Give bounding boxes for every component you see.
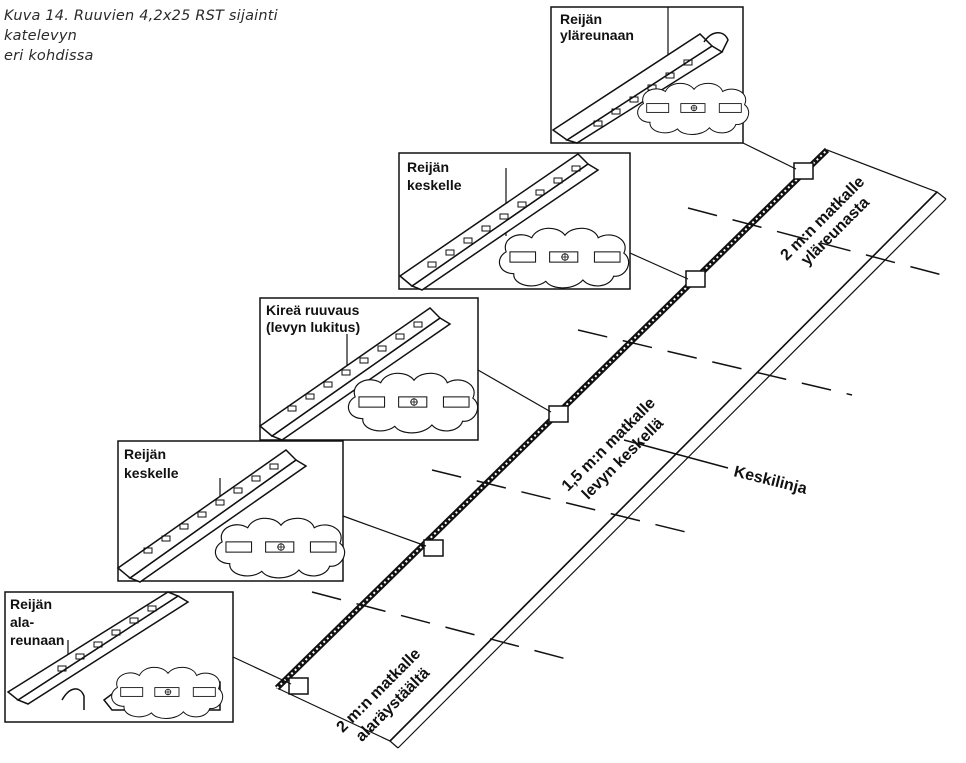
- callout-5-line-2: ala-: [10, 614, 34, 630]
- callout-4-line-1: Reijän: [124, 446, 166, 462]
- svg-text:reunaan: reunaan: [10, 632, 64, 648]
- screw-marker-3: [548, 405, 569, 423]
- centerline-pointer: [623, 439, 729, 469]
- callout-box-middle-upper: Reijän keskelle: [398, 152, 631, 291]
- screw-markers: [288, 162, 814, 695]
- callout-box-bottom-edge: Reijän ala- reunaan: [4, 591, 234, 723]
- callout-2-line-1: Reijän: [407, 159, 449, 175]
- callout-2-line-2: keskelle: [407, 177, 462, 193]
- svg-text:Reijän: Reijän: [10, 596, 52, 612]
- caption-line-1: Kuva 14. Ruuvien 4,2x25 RST sijainti kat…: [4, 8, 278, 44]
- svg-text:Kireä ruuvaus: Kireä ruuvaus: [266, 302, 360, 318]
- screw-marker-1: [793, 162, 814, 180]
- zone-boundary-lines: [311, 207, 947, 663]
- svg-text:Reijän: Reijän: [407, 159, 449, 175]
- screw-marker-5: [288, 677, 309, 695]
- callout-5-line-1: Reijän: [10, 596, 52, 612]
- callout-5-line-3: reunaan: [10, 632, 64, 648]
- figure-caption: Kuva 14. Ruuvien 4,2x25 RST sijainti kat…: [4, 6, 304, 66]
- centerline-label: Keskilinja: [732, 463, 809, 498]
- leader-lines: [232, 142, 797, 685]
- svg-text:Reijän: Reijän: [560, 11, 602, 27]
- svg-text:keskelle: keskelle: [124, 465, 179, 481]
- svg-text:Reijän: Reijän: [124, 446, 166, 462]
- svg-text:(levyn lukitus): (levyn lukitus): [266, 319, 360, 335]
- callout-3-line-1: Kireä ruuvaus: [266, 302, 360, 318]
- roof-sheet: [274, 147, 947, 749]
- callout-4-line-2: keskelle: [124, 465, 179, 481]
- svg-text:keskelle: keskelle: [407, 177, 462, 193]
- callout-1-line-2: yläreunaan: [560, 27, 634, 43]
- callout-3-line-2: (levyn lukitus): [266, 319, 360, 335]
- svg-text:yläreunaan: yläreunaan: [560, 27, 634, 43]
- screw-marker-4: [423, 539, 444, 557]
- caption-line-2: eri kohdissa: [4, 48, 94, 64]
- callout-box-middle-lower: Reijän keskelle: [116, 440, 346, 583]
- callout-1-line-1: Reijän: [560, 11, 602, 27]
- screw-marker-2: [685, 270, 706, 288]
- callout-box-center: Kireä ruuvaus (levyn lukitus): [258, 297, 479, 441]
- svg-text:ala-: ala-: [10, 614, 34, 630]
- callout-box-top-edge: Reijän yläreunaan: [550, 6, 750, 144]
